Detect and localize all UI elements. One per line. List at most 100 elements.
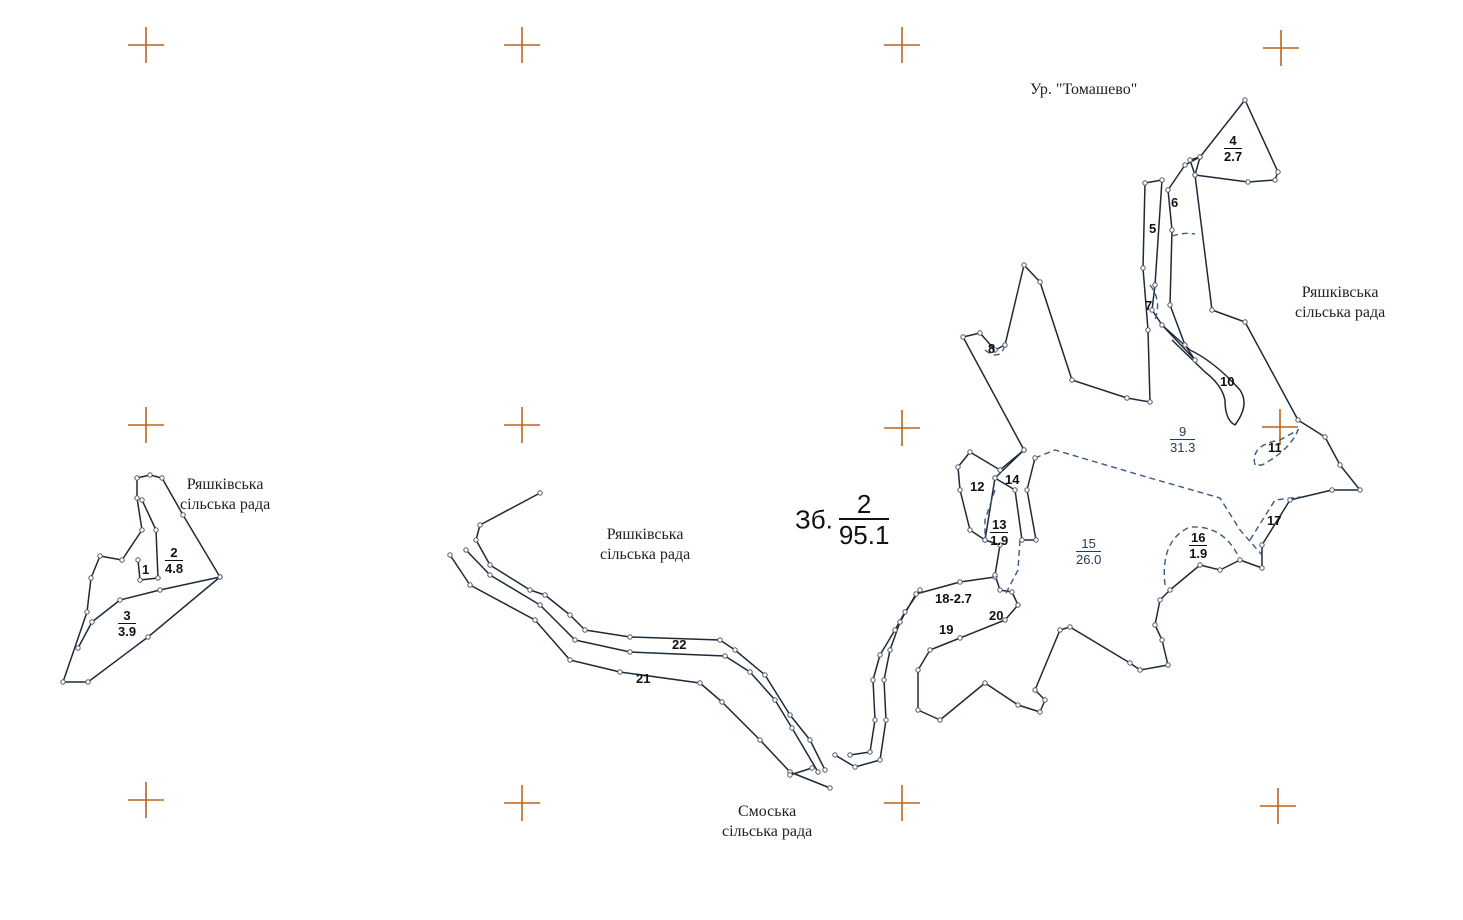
strip-22-21-boundary [465, 549, 819, 773]
vertex-marker [145, 634, 151, 640]
vertex-marker [85, 679, 91, 685]
vertex-marker [532, 617, 538, 623]
place-label-tomashevo: Ур. "Томашево" [1030, 81, 1138, 98]
vertex-marker [757, 737, 763, 743]
vertex-marker [1259, 542, 1265, 548]
vertex-marker [1140, 265, 1146, 271]
vertex-marker [822, 767, 828, 773]
vertex-marker [97, 553, 103, 559]
vertex-marker [1002, 617, 1008, 623]
parcel-13-divider [984, 489, 996, 540]
vertex-marker [719, 699, 725, 705]
vertex-marker [1337, 462, 1343, 468]
vertex-marker [88, 575, 94, 581]
vertex-marker [1159, 637, 1165, 643]
vertex-marker [1152, 622, 1158, 628]
vertex-marker [537, 602, 543, 608]
parcel-9-15-divider [1034, 449, 1263, 556]
parcel-7-label: 7 [1145, 298, 1153, 313]
vertex-marker [1187, 157, 1193, 163]
vertex-marker [117, 597, 123, 603]
vertex-marker [473, 537, 479, 543]
vertex-marker [487, 572, 493, 578]
vertex-marker [717, 637, 723, 643]
vertex-marker [1322, 434, 1328, 440]
vertex-marker [1037, 709, 1043, 715]
vertex-marker [722, 653, 728, 659]
vertex-marker [1033, 537, 1039, 543]
vertex-marker [1272, 177, 1278, 183]
parcel-21-label: 21 [636, 671, 651, 686]
vertex-marker [217, 574, 223, 580]
parcel-12-label: 12 [970, 479, 985, 494]
vertex-marker [997, 587, 1003, 593]
vertex-marker [867, 749, 873, 755]
vertex-marker [1237, 557, 1243, 563]
vertex-marker [982, 537, 988, 543]
vertex-marker [582, 627, 588, 633]
vertex-marker [977, 330, 983, 336]
vertex-marker [1192, 172, 1198, 178]
vertex-marker [153, 527, 159, 533]
vertex-marker [967, 449, 973, 455]
vertex-marker [1167, 302, 1173, 308]
vertex-marker [1137, 667, 1143, 673]
vertex-marker [1015, 602, 1021, 608]
vertex-marker [1015, 702, 1021, 708]
parcel-8-label: 8 [988, 341, 996, 356]
vertex-marker [1169, 227, 1175, 233]
vertex-marker [135, 557, 141, 563]
vertex-marker [847, 752, 853, 758]
vertex-marker [697, 680, 703, 686]
vertex-marker [542, 592, 548, 598]
parcel-9-15-outline [917, 156, 1361, 721]
vertex-marker [877, 652, 883, 658]
vertex-marker [852, 764, 858, 770]
strip-21-boundary [449, 554, 831, 789]
vertex-marker [1295, 417, 1301, 423]
vertex-marker [1259, 565, 1265, 571]
grid-crosses [128, 27, 1299, 824]
parcel-7-boundary [1149, 284, 1159, 321]
vertex-marker [1217, 567, 1223, 573]
vertex-marker [75, 645, 81, 651]
vertex-marker [807, 737, 813, 743]
vertex-marker [915, 707, 921, 713]
vertex-marker [627, 634, 633, 640]
vertex-marker [1002, 342, 1008, 348]
vertex-marker [1182, 162, 1188, 168]
vertex-marker [1182, 342, 1188, 348]
parcel-14-label: 14 [1005, 472, 1020, 487]
parcel-5-label: 5 [1149, 221, 1157, 236]
vertex-marker [627, 649, 633, 655]
vertex-marker [567, 657, 573, 663]
vertex-marker [137, 577, 143, 583]
vertex-marker [527, 587, 533, 593]
vertex-marker [134, 495, 140, 501]
vertex-marker [997, 467, 1003, 473]
vertex-marker [119, 557, 125, 563]
vertex-marker [1149, 307, 1155, 313]
vertex-marker [139, 527, 145, 533]
vertex-marker [917, 587, 923, 593]
vertex-marker [1242, 319, 1248, 325]
vertex-marker [902, 609, 908, 615]
vertex-marker [1159, 322, 1165, 328]
vertex-marker [967, 527, 973, 533]
vertex-marker [134, 475, 140, 481]
parcel-10-boundary [1161, 324, 1245, 426]
vertex-marker [997, 542, 1003, 548]
vertex-marker [809, 765, 815, 771]
parcel-1-label: 1 [142, 562, 150, 577]
vertex-marker [1024, 487, 1030, 493]
strip-connector-2 [849, 589, 921, 756]
parcel-6-label: 6 [1171, 195, 1179, 210]
vertex-marker [960, 334, 966, 340]
vertex-marker [992, 572, 998, 578]
vertex-marker [447, 552, 453, 558]
